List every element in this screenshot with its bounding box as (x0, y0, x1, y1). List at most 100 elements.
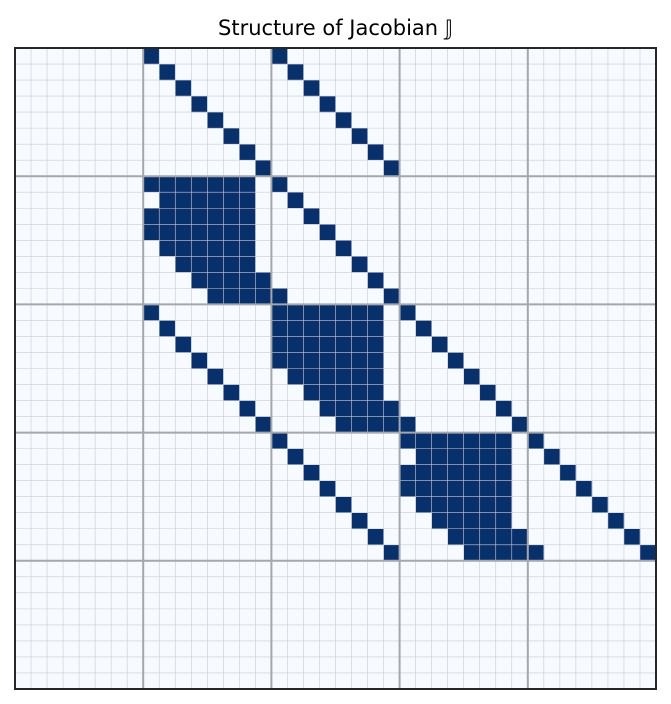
nonzero-cell (351, 352, 368, 369)
nonzero-cell (239, 288, 256, 305)
nonzero-cell (351, 256, 368, 273)
nonzero-cell (415, 496, 432, 514)
nonzero-cell (223, 208, 240, 225)
nonzero-cell (287, 368, 304, 385)
nonzero-cell (351, 512, 368, 530)
nonzero-cell (287, 336, 304, 353)
nonzero-cell (223, 192, 240, 209)
nonzero-cell (175, 336, 192, 353)
nonzero-cell (399, 304, 416, 321)
nonzero-cell (207, 192, 224, 209)
nonzero-cell (495, 528, 513, 546)
nonzero-cell (463, 528, 481, 546)
nonzero-cell (319, 96, 336, 113)
nonzero-cell (367, 304, 384, 321)
nonzero-cell (175, 80, 192, 97)
nonzero-cell (191, 192, 208, 209)
nonzero-cell (223, 384, 240, 401)
major-grid (15, 48, 656, 689)
nonzero-cell (591, 496, 609, 514)
nonzero-cell (367, 528, 384, 546)
nonzero-cell (191, 352, 208, 369)
nonzero-cell (303, 352, 320, 369)
nonzero-cell (335, 336, 352, 353)
nonzero-cell (495, 448, 513, 465)
nonzero-cell (207, 256, 224, 273)
nonzero-cell (463, 544, 481, 562)
nonzero-cell (495, 496, 513, 514)
nonzero-cell (143, 48, 160, 65)
nonzero-cell (367, 368, 384, 385)
nonzero-cell (463, 432, 481, 449)
nonzero-cell (335, 240, 352, 257)
nonzero-cell (303, 384, 320, 401)
nonzero-cell (191, 256, 208, 273)
nonzero-cell (431, 336, 448, 353)
nonzero-cell (351, 304, 368, 321)
nonzero-cell (463, 448, 481, 465)
nonzero-cell (575, 480, 593, 497)
nonzero-cell (207, 368, 224, 385)
nonzero-cell (495, 544, 513, 562)
nonzero-cell (367, 384, 384, 401)
nonzero-cell (271, 288, 288, 305)
nonzero-cell (335, 304, 352, 321)
nonzero-cell (511, 544, 529, 562)
nonzero-cell (431, 480, 448, 497)
nonzero-cell (175, 256, 192, 273)
nonzero-cell (207, 288, 224, 305)
nonzero-cell (335, 368, 352, 385)
nonzero-cell (415, 320, 432, 337)
nonzero-cell (447, 464, 464, 481)
nonzero-cell (319, 368, 336, 385)
nonzero-cell (351, 416, 368, 433)
nonzero-cell (415, 432, 432, 449)
nonzero-cell (511, 528, 529, 546)
nonzero-cell (319, 336, 336, 353)
nonzero-cell (335, 496, 352, 514)
nonzero-cell (527, 432, 545, 449)
nonzero-cell (463, 480, 481, 497)
nonzero-cell (351, 384, 368, 401)
nonzero-cell (367, 144, 384, 161)
nonzero-cell (431, 512, 448, 530)
nonzero-cell (287, 192, 304, 209)
nonzero-cell (303, 320, 320, 337)
nonzero-cell (239, 208, 256, 225)
nonzero-cell (207, 240, 224, 257)
nonzero-cell (271, 48, 288, 65)
nonzero-cell (431, 432, 448, 449)
nonzero-cell (159, 176, 176, 193)
nonzero-cell (223, 128, 240, 145)
nonzero-cell (319, 400, 336, 417)
nonzero-cell (239, 240, 256, 257)
nonzero-cell (399, 480, 416, 497)
nonzero-cell (239, 400, 256, 417)
nonzero-cell (207, 224, 224, 241)
nonzero-cell (191, 176, 208, 193)
nonzero-cell (255, 416, 272, 433)
nonzero-cell (367, 272, 384, 289)
nonzero-cell (495, 480, 513, 497)
nonzero-cell (175, 176, 192, 193)
nonzero-cell (143, 224, 160, 241)
nonzero-cell (191, 208, 208, 225)
nonzero-cell (367, 400, 384, 417)
nonzero-cell (319, 384, 336, 401)
nonzero-cell (335, 416, 352, 433)
nonzero-cell (479, 448, 497, 465)
nonzero-cell (479, 496, 497, 514)
nonzero-cell (175, 192, 192, 209)
nonzero-cell (271, 432, 288, 449)
nonzero-cell (479, 432, 497, 449)
nonzero-cell (559, 464, 577, 481)
nonzero-cell (463, 512, 481, 530)
nonzero-cell (175, 240, 192, 257)
nonzero-cell (159, 64, 176, 81)
nonzero-cell (303, 368, 320, 385)
nonzero-cell (287, 64, 304, 81)
nonzero-cell (399, 416, 416, 433)
nonzero-cell (175, 224, 192, 241)
nonzero-cell (447, 448, 464, 465)
